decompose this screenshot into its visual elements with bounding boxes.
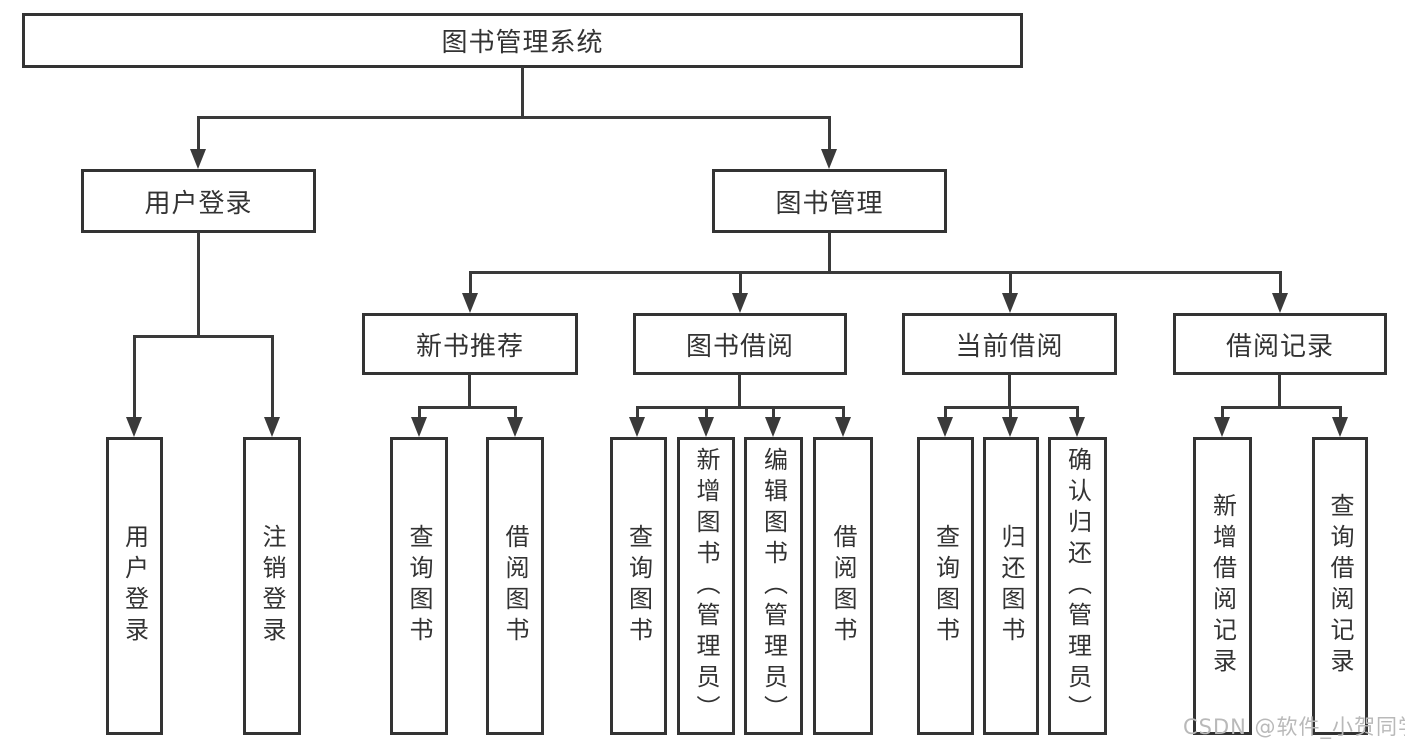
arrowhead-to-leaf (507, 417, 523, 437)
connector-arrow-shaft (772, 406, 775, 419)
connector-arrow-shaft (1076, 406, 1079, 419)
connector-arrow-shaft (828, 116, 831, 151)
connector-arrow-shaft (705, 406, 708, 419)
connector-arrow-shaft (1221, 406, 1224, 419)
connector-arrow-shaft (1339, 406, 1342, 419)
leaf-edit-books-admin: 编辑图书（管理员） (744, 437, 803, 735)
connector-borrow-stem (738, 374, 741, 407)
leaf-logout: 注销登录 (243, 437, 301, 735)
arrowhead-to-borrow-records (1272, 293, 1288, 313)
connector-arrow-shaft (636, 406, 639, 419)
leaf-query-books-borrow: 查询图书 (610, 437, 667, 735)
arrowhead-to-book-borrow (732, 293, 748, 313)
connector-arrow-shaft (739, 271, 742, 295)
connector-recommend-stem (468, 374, 471, 407)
connector-arrow-shaft (271, 335, 274, 419)
connector-arrow-shaft (197, 116, 200, 151)
node-book-management: 图书管理 (712, 169, 947, 233)
leaf-add-books-admin: 新增图书（管理员） (677, 437, 735, 735)
arrowhead-to-leaf (937, 417, 953, 437)
connector-root-stem (521, 67, 524, 117)
node-root-library-system: 图书管理系统 (22, 13, 1023, 68)
leaf-confirm-return-admin: 确认归还（管理员） (1048, 437, 1107, 735)
leaf-query-books-recommend: 查询图书 (390, 437, 448, 735)
connector-records-stem (1278, 374, 1281, 407)
arrowhead-to-leaf (835, 417, 851, 437)
connector-arrow-shaft (133, 335, 136, 419)
node-new-book-recommend: 新书推荐 (362, 313, 578, 375)
connector-arrow-shaft (944, 406, 947, 419)
connector-current-stem (1008, 374, 1011, 407)
arrowhead-to-book-management (821, 149, 837, 169)
arrowhead-to-leaf (411, 417, 427, 437)
leaf-return-books: 归还图书 (983, 437, 1039, 735)
arrowhead-to-leaf (629, 417, 645, 437)
arrowhead-to-user-login (190, 149, 206, 169)
arrowhead-to-leaf (1214, 417, 1230, 437)
connector-root-hline (197, 116, 831, 119)
node-borrow-records: 借阅记录 (1173, 313, 1387, 375)
connector-arrow-shaft (514, 406, 517, 419)
connector-arrow-shaft (1009, 406, 1012, 419)
arrowhead-to-leaf-user-login (126, 417, 142, 437)
arrowhead-to-leaf-logout (264, 417, 280, 437)
arrowhead-to-leaf (1002, 417, 1018, 437)
leaf-borrow-books: 借阅图书 (813, 437, 873, 735)
arrowhead-to-leaf (765, 417, 781, 437)
connector-arrow-shaft (1279, 271, 1282, 295)
leaf-query-books-current: 查询图书 (917, 437, 974, 735)
arrowhead-to-leaf (698, 417, 714, 437)
connector-user-login-stem (197, 232, 200, 336)
connector-records-hline (1221, 406, 1341, 409)
leaf-user-login: 用户登录 (106, 437, 163, 735)
connector-arrow-shaft (418, 406, 421, 419)
arrowhead-to-new-book-recommend (462, 293, 478, 313)
connector-borrow-hline (636, 406, 844, 409)
connector-book-mgmt-stem (828, 232, 831, 273)
node-current-borrow: 当前借阅 (902, 313, 1117, 375)
leaf-borrow-books-recommend: 借阅图书 (486, 437, 544, 735)
leaf-query-borrow-record: 查询借阅记录 (1312, 437, 1368, 735)
connector-book-mgmt-hline (469, 271, 1281, 274)
node-user-login: 用户登录 (81, 169, 316, 233)
connector-arrow-shaft (469, 271, 472, 295)
leaf-add-borrow-record: 新增借阅记录 (1193, 437, 1252, 735)
arrowhead-to-leaf (1069, 417, 1085, 437)
connector-user-login-hline (133, 335, 273, 338)
connector-arrow-shaft (1009, 271, 1012, 295)
arrowhead-to-current-borrow (1002, 293, 1018, 313)
connector-recommend-hline (418, 406, 516, 409)
connector-arrow-shaft (842, 406, 845, 419)
arrowhead-to-leaf (1332, 417, 1348, 437)
node-book-borrow: 图书借阅 (633, 313, 847, 375)
csdn-watermark: CSDN @软件_小贺同学 (1183, 715, 1405, 739)
